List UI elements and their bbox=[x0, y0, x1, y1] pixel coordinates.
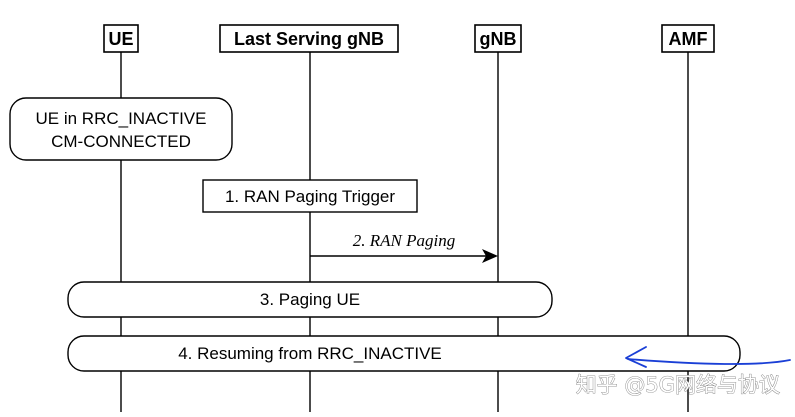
ran-paging-label: 2. RAN Paging bbox=[353, 231, 455, 250]
entity-ue-label: UE bbox=[108, 29, 133, 49]
entity-amf: AMF bbox=[661, 24, 715, 53]
entity-last-serving-gnb-label: Last Serving gNB bbox=[234, 29, 384, 49]
entity-gnb-label: gNB bbox=[480, 29, 517, 49]
entity-gnb: gNB bbox=[474, 24, 522, 53]
entity-amf-label: AMF bbox=[669, 29, 708, 49]
annotation-arrow-head bbox=[625, 346, 647, 368]
step-ran-paging-message: 2. RAN Paging bbox=[310, 231, 498, 263]
step-resuming-label: 4. Resuming from RRC_INACTIVE bbox=[178, 344, 442, 363]
step-paging-ue: 3. Paging UE bbox=[67, 281, 553, 318]
watermark-text: 知乎 @5G网络与协议 bbox=[576, 373, 780, 397]
ue-state-line2: CM-CONNECTED bbox=[51, 132, 191, 151]
entity-ue: UE bbox=[103, 24, 139, 53]
ran-paging-arrowhead bbox=[482, 249, 498, 263]
annotation-arrow-shaft bbox=[627, 358, 791, 365]
step-ran-paging-trigger: 1. RAN Paging Trigger bbox=[202, 179, 418, 213]
entity-last-serving-gnb: Last Serving gNB bbox=[219, 24, 399, 53]
ue-state-box: UE in RRC_INACTIVE CM-CONNECTED bbox=[9, 97, 233, 161]
annotation-arrow bbox=[625, 346, 791, 368]
step-resuming: 4. Resuming from RRC_INACTIVE bbox=[67, 335, 741, 372]
ue-state-line1: UE in RRC_INACTIVE bbox=[36, 109, 207, 128]
step-paging-ue-label: 3. Paging UE bbox=[260, 290, 360, 309]
step-ran-paging-trigger-label: 1. RAN Paging Trigger bbox=[225, 187, 395, 206]
